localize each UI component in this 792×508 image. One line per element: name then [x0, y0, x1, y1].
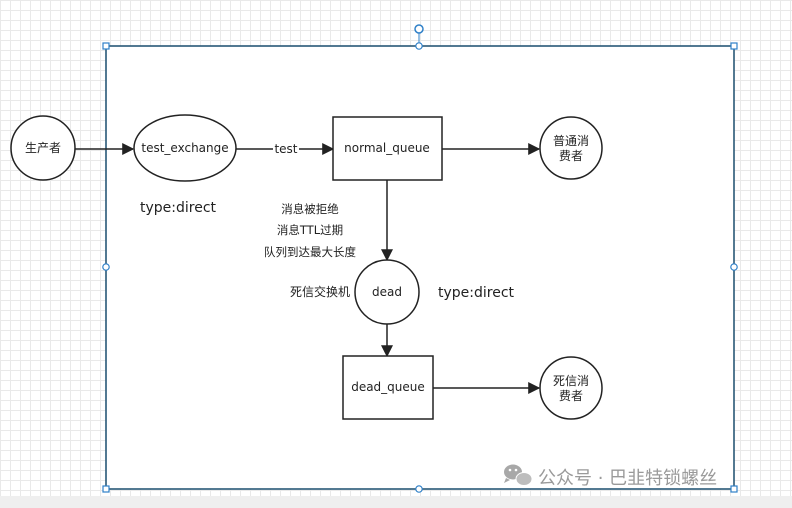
- selection-frame[interactable]: [105, 45, 735, 490]
- reason-rejected: 消息被拒绝: [281, 202, 339, 216]
- resize-handle-top-left[interactable]: [102, 42, 110, 50]
- exchange-label: test_exchange: [141, 141, 228, 155]
- bottom-strip: [0, 496, 792, 508]
- dead-exchange-node[interactable]: dead: [354, 259, 420, 325]
- exchange-type-label: type:direct: [140, 200, 217, 216]
- producer-label: 生产者: [25, 141, 61, 155]
- resize-handle-top[interactable]: [415, 42, 423, 50]
- reason-ttl-expired: 消息TTL过期: [277, 223, 343, 237]
- dlx-label: 死信交换机: [290, 284, 350, 299]
- watermark-text: 公众号 · 巴韭特锁螺丝: [538, 468, 717, 489]
- reason-queue-full: 队列到达最大长度: [264, 245, 356, 259]
- wechat-icon: [504, 464, 533, 486]
- normal-queue-label: normal_queue: [344, 141, 430, 155]
- dead-exchange-type-label: type:direct: [438, 285, 515, 301]
- dead-exchange-label: dead: [372, 285, 402, 299]
- exchange-node[interactable]: test_exchange: [133, 114, 237, 182]
- binding-label-bg: [273, 141, 299, 157]
- dead-queue-node[interactable]: dead_queue: [342, 355, 434, 420]
- normal-consumer-label-2: 费者: [559, 149, 583, 163]
- normal-consumer-label-1: 普通消: [553, 134, 589, 148]
- resize-handle-left[interactable]: [102, 263, 110, 271]
- normal-consumer-node[interactable]: 普通消 费者: [539, 116, 603, 180]
- watermark: 公众号 · 巴韭特锁螺丝: [504, 464, 717, 489]
- rotation-handle[interactable]: [414, 24, 424, 34]
- dead-consumer-label-1: 死信消: [553, 374, 589, 388]
- resize-handle-top-right[interactable]: [730, 42, 738, 50]
- resize-handle-bottom-right[interactable]: [730, 485, 738, 493]
- binding-key-label: test: [274, 142, 297, 156]
- dead-consumer-node[interactable]: 死信消 费者: [539, 356, 603, 420]
- producer-node[interactable]: 生产者: [10, 115, 76, 181]
- resize-handle-right[interactable]: [730, 263, 738, 271]
- dead-consumer-label-2: 费者: [559, 389, 583, 403]
- resize-handle-bottom[interactable]: [415, 485, 423, 493]
- normal-queue-node[interactable]: normal_queue: [332, 116, 443, 181]
- dead-queue-label: dead_queue: [351, 380, 425, 394]
- resize-handle-bottom-left[interactable]: [102, 485, 110, 493]
